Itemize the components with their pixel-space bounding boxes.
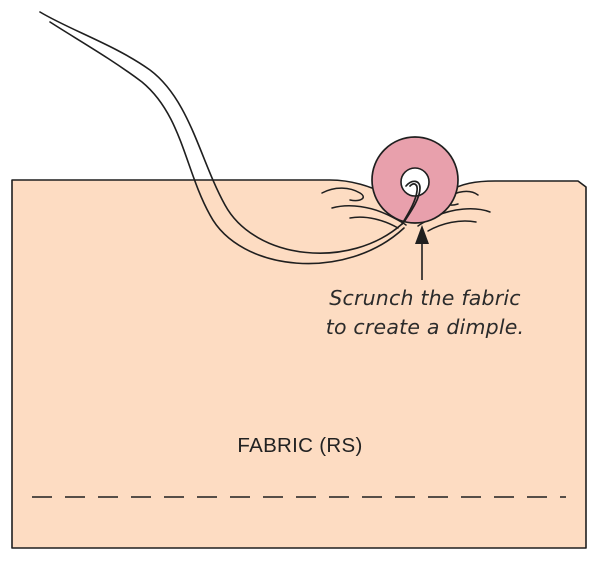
arrow-up-icon: [415, 225, 429, 280]
fabric-label: FABRIC (RS): [237, 434, 363, 457]
button-icon: [371, 136, 459, 224]
fabric-gathers-left: [321, 187, 407, 229]
annotation-line-1: Scrunch the fabric: [329, 286, 521, 310]
annotation-line-2: to create a dimple.: [325, 315, 525, 339]
fabric-piece: [11, 179, 587, 549]
thread-loop: [401, 180, 421, 225]
thread-icon: [39, 11, 405, 265]
annotation-text: Scrunch the fabric to create a dimple.: [300, 284, 550, 342]
